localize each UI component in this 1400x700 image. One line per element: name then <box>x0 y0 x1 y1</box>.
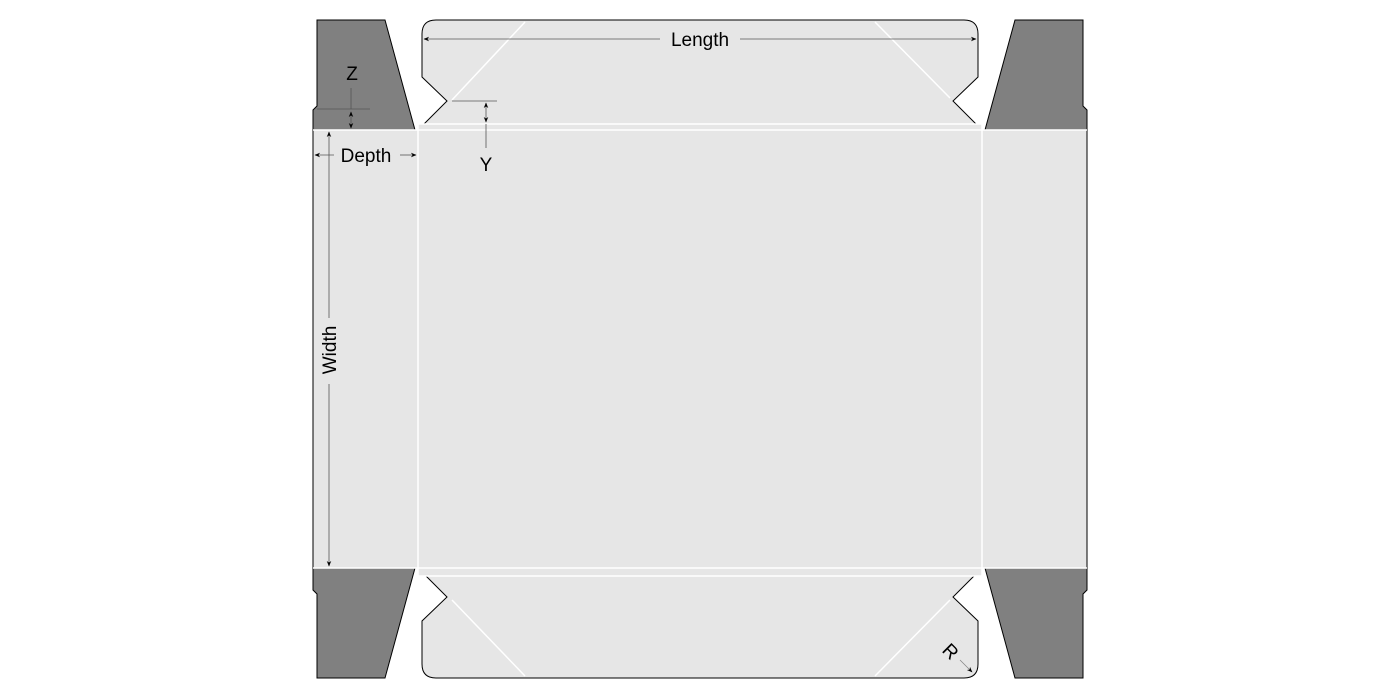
z-dimension <box>317 88 370 129</box>
corner-tab-top-left <box>312 19 416 131</box>
y-label: Y <box>480 155 493 176</box>
corner-tab-bottom-right <box>984 567 1088 679</box>
r-dimension <box>959 659 973 673</box>
y-dimension <box>452 100 497 148</box>
side-panel-left <box>312 129 419 569</box>
corner-tab-bottom-left <box>312 567 416 679</box>
depth-label: Depth <box>341 146 392 167</box>
side-panel-right <box>981 129 1088 569</box>
z-label: Z <box>346 64 358 85</box>
width-label: Width <box>320 326 341 375</box>
length-label: Length <box>671 30 729 51</box>
fold-lines <box>313 21 1087 677</box>
corner-tab-top-right <box>984 19 1088 131</box>
base-panel <box>418 124 982 576</box>
top-flap <box>416 19 984 131</box>
bottom-flap <box>416 567 984 679</box>
